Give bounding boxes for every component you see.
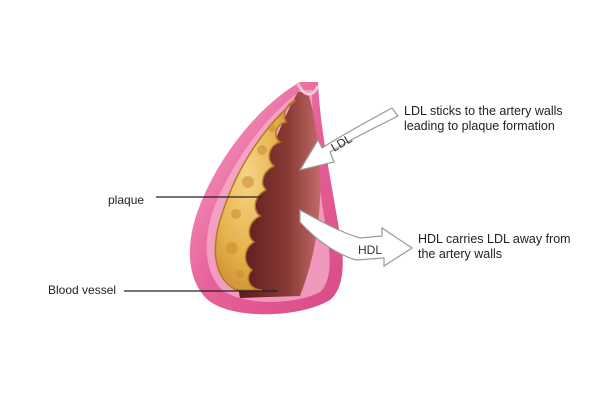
vessel-opening-rim (296, 83, 320, 96)
hdl-arrow-label: HDL (358, 243, 382, 257)
blood-vessel-label: Blood vessel (48, 283, 117, 297)
vessel-lumen (238, 92, 321, 298)
plaque-deposit (214, 99, 297, 291)
hdl-arrow: HDL (299, 208, 414, 268)
plaque-texture (226, 124, 276, 278)
plaque-label: plaque (108, 193, 145, 207)
ldl-caption: LDL sticks to the artery walls leading t… (404, 104, 563, 133)
hdl-caption: HDL carries LDL away from the artery wal… (418, 232, 571, 261)
